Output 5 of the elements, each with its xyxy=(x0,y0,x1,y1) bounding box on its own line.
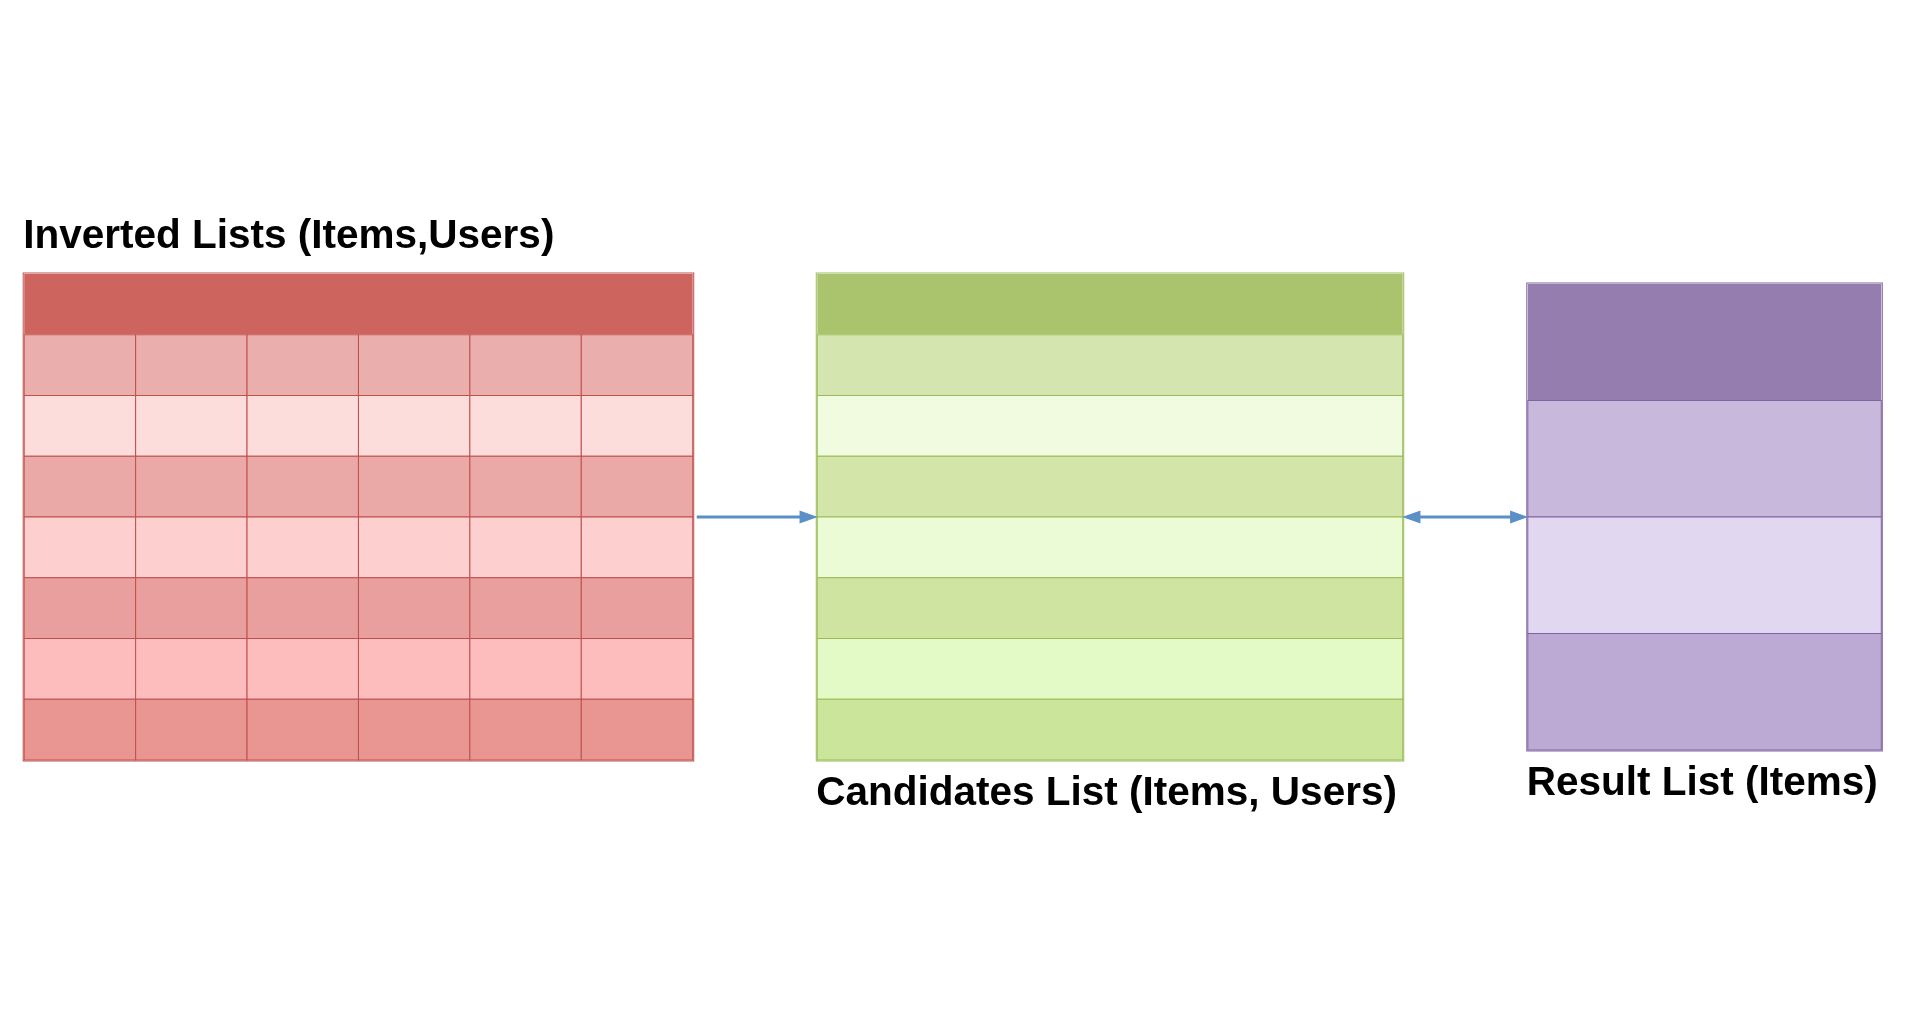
node-label: Result List (Items) xyxy=(1526,757,1878,804)
node-label: Inverted Lists (Items,Users) xyxy=(23,210,555,257)
arrow xyxy=(1402,510,1529,523)
node-label: Candidates List (Items, Users) xyxy=(816,767,1397,814)
arrow xyxy=(696,510,818,523)
